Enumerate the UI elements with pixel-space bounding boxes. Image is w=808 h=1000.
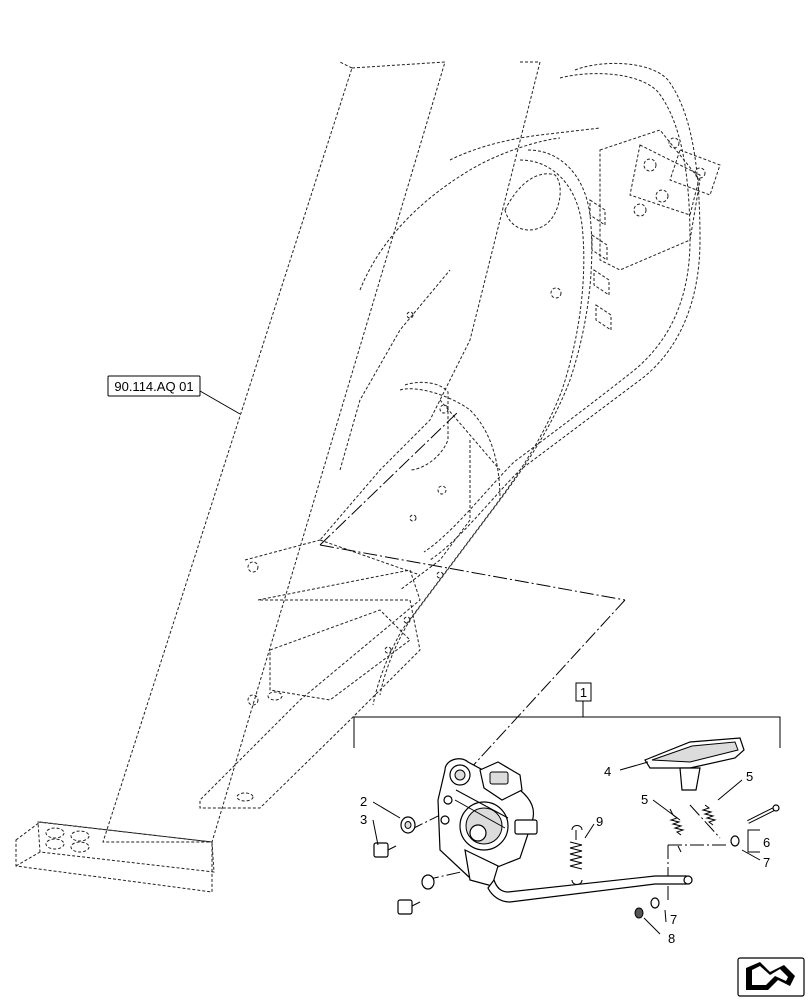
cab-firewall-panel: [319, 61, 721, 706]
cab-frame-pillar: [15, 61, 446, 893]
navigation-arrow-icon[interactable]: [737, 957, 805, 997]
callout-5b: 5: [746, 769, 753, 784]
bolt-lower: [397, 899, 421, 915]
reference-callout[interactable]: 90.114.AQ 01: [107, 375, 201, 397]
item-callouts: 2 3 4 5 5 6 7 7 8 9: [360, 764, 770, 946]
callout-6: 6: [763, 835, 770, 850]
callout-2: 2: [360, 794, 367, 809]
washer-7b: [730, 835, 740, 847]
pedal-rod: [487, 875, 693, 903]
reference-label: 90.114.AQ 01: [114, 379, 193, 394]
callout-7a: 7: [670, 912, 677, 927]
leader-lines: [199, 390, 761, 935]
washer-7a: [650, 897, 660, 909]
callout-8: 8: [668, 931, 675, 946]
callout-4: 4: [604, 764, 611, 779]
return-spring-5b: [701, 804, 717, 826]
throttle-sensor-module: [437, 758, 538, 887]
washer-2: [400, 816, 416, 834]
callout-5a: 5: [641, 792, 648, 807]
washer-lower: [421, 874, 435, 890]
callout-9: 9: [596, 814, 603, 829]
callout-3: 3: [360, 812, 367, 827]
kit-callout-label: 1: [580, 685, 587, 700]
bolt-3: [373, 842, 397, 858]
cotter-pin-8: [634, 907, 644, 919]
tension-spring-9: [569, 825, 583, 885]
foot-pedal: [644, 737, 745, 791]
pedal-mount-bracket: [199, 539, 421, 809]
callout-7b: 7: [763, 855, 770, 870]
return-spring-5a: [669, 808, 685, 853]
pivot-pin-6: [747, 804, 780, 824]
kit-bracket: [353, 701, 781, 748]
kit-callout-box[interactable]: 1: [575, 682, 592, 702]
